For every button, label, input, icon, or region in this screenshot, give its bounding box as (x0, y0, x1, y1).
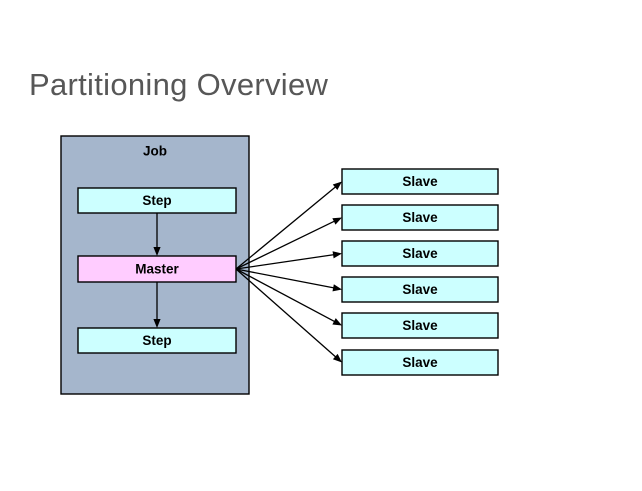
arrowhead-step-top-to-master (153, 247, 161, 256)
arrowhead-master-to-slave-4 (332, 284, 342, 292)
edge-master-to-slave-6 (235, 268, 338, 359)
slave-node-box-slave-1[interactable] (341, 168, 499, 195)
slave-node-box-slave-6[interactable] (341, 349, 499, 376)
slave-node-box-slave-5[interactable] (341, 312, 499, 339)
internal-edges-group (153, 213, 161, 328)
edge-master-to-slave-4 (235, 268, 336, 289)
arrowhead-master-to-slave-1 (332, 181, 342, 191)
slave-node-label-slave-1: Slave (402, 174, 438, 189)
edge-master-to-slave-2 (235, 219, 336, 270)
slave-node-label-slave-3: Slave (402, 246, 438, 261)
edge-master-to-slave-5 (235, 268, 337, 323)
slave-node-label-slave-2: Slave (402, 210, 438, 225)
job-container-label: Job (143, 144, 167, 159)
arrowhead-master-to-step-bottom (153, 319, 161, 328)
slave-node-box-slave-2[interactable] (341, 204, 499, 231)
arrowhead-master-to-slave-2 (332, 217, 342, 225)
slave-node-label-slave-4: Slave (402, 282, 438, 297)
arrowhead-master-to-slave-3 (332, 251, 342, 259)
job-node-label-step-top: Step (142, 193, 171, 208)
slave-node-label-slave-5: Slave (402, 318, 438, 333)
edge-master-to-slave-1 (235, 185, 338, 270)
edge-master-to-slave-3 (235, 253, 336, 270)
job-node-box-step-top[interactable] (77, 187, 237, 214)
slave-node-box-slave-3[interactable] (341, 240, 499, 267)
slave-node-label-slave-6: Slave (402, 355, 438, 370)
slave-node-box-slave-4[interactable] (341, 276, 499, 303)
master-to-slaves-edges-group (235, 181, 342, 363)
page-title: Partitioning Overview (29, 67, 329, 102)
arrowhead-master-to-slave-6 (332, 353, 342, 363)
arrowhead-master-to-slave-5 (332, 318, 342, 326)
job-node-label-master: Master (135, 262, 179, 277)
job-node-label-step-bottom: Step (142, 333, 171, 348)
